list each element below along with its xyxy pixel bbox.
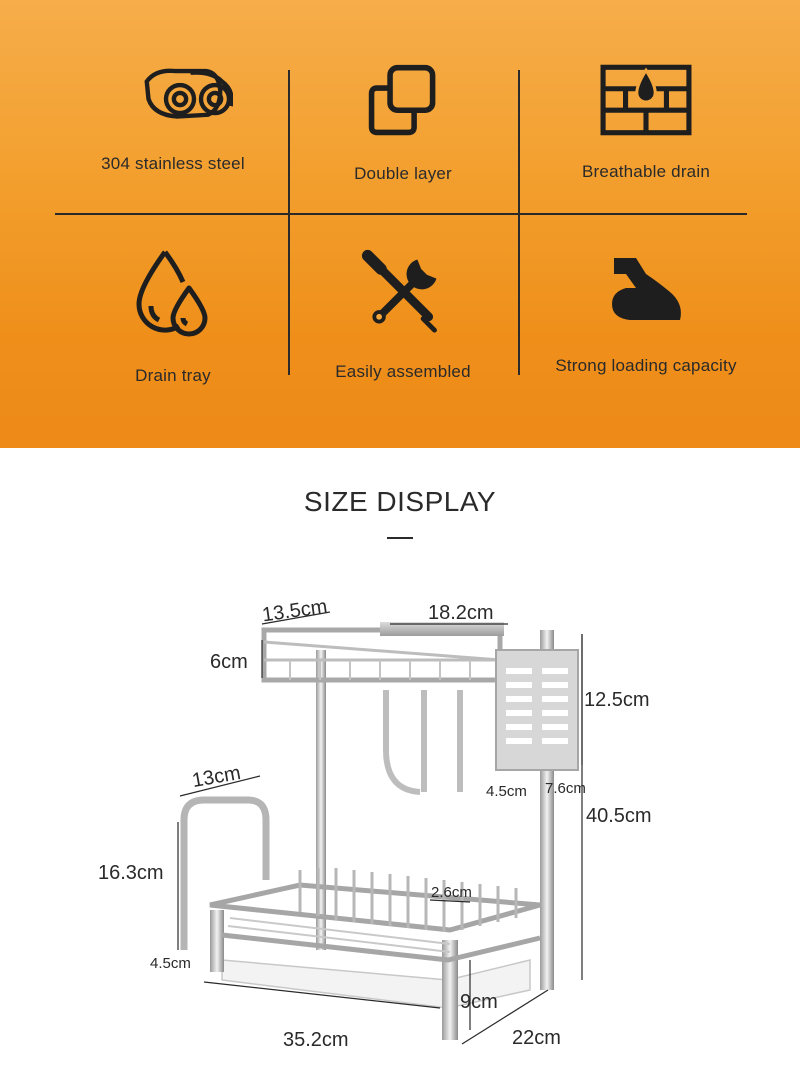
feature-easily-assembled: Easily assembled: [288, 248, 518, 382]
dim-top-shelf-height: 6cm: [210, 651, 248, 673]
feature-label: Breathable drain: [582, 162, 710, 181]
grid-divider: [55, 213, 747, 215]
dim-total-width: 35.2cm: [283, 1029, 349, 1051]
dish-rack-illustration: [177, 611, 583, 1045]
water-drops-icon: [136, 250, 208, 337]
section-title: SIZE DISPLAY: [303, 486, 497, 517]
double-layer-icon: [368, 64, 436, 136]
grid-divider: [288, 70, 290, 375]
features-banner: 304 stainless steel Double layer Breatha…: [0, 0, 800, 448]
dim-board-rack-height: 16.3cm: [98, 862, 164, 884]
wrench-screwdriver-icon: [361, 249, 437, 333]
lower-shelf: [209, 882, 541, 933]
front-post: [442, 940, 458, 1040]
feature-double-layer: Double layer: [288, 64, 518, 184]
board-rack: [180, 796, 270, 950]
dim-holder-height: 12.5cm: [584, 689, 650, 711]
breathable-drain-icon: [600, 64, 692, 136]
upper-shelf: [261, 627, 503, 683]
dim-top-shelf-width: 18.2cm: [428, 602, 494, 624]
dim-holder-base-b: 7.6cm: [545, 780, 586, 797]
dim-tray-height: 9cm: [460, 991, 498, 1013]
title-underline: [387, 537, 413, 539]
feature-steel: 304 stainless steel: [58, 64, 288, 174]
dim-total-depth: 22cm: [512, 1027, 561, 1049]
steel-rolls-icon: [144, 68, 233, 119]
dim-slot-gap: 2.6cm: [431, 884, 472, 901]
feature-label: Double layer: [354, 164, 452, 183]
dim-total-height: 40.5cm: [586, 805, 652, 827]
feature-label: 304 stainless steel: [101, 154, 245, 173]
feature-label: Strong loading capacity: [555, 356, 737, 375]
rear-post: [316, 650, 326, 950]
front-post: [210, 910, 224, 972]
size-diagram: 13.5cm 18.2cm 6cm 12.5cm 4.5cm 7.6cm 40.…: [0, 560, 800, 1086]
feature-label: Easily assembled: [335, 362, 471, 381]
dim-holder-base-a: 4.5cm: [486, 783, 527, 800]
feature-drain-tray: Drain tray: [58, 248, 288, 386]
grid-divider: [518, 70, 520, 375]
feature-label: Drain tray: [135, 366, 211, 385]
dim-board-rack-base: 4.5cm: [150, 955, 191, 972]
cup-hook: [383, 690, 421, 795]
arm-strength-icon: [612, 258, 681, 320]
feature-breathable-drain: Breathable drain: [531, 64, 761, 182]
feature-loading-capacity: Strong loading capacity: [531, 248, 761, 376]
